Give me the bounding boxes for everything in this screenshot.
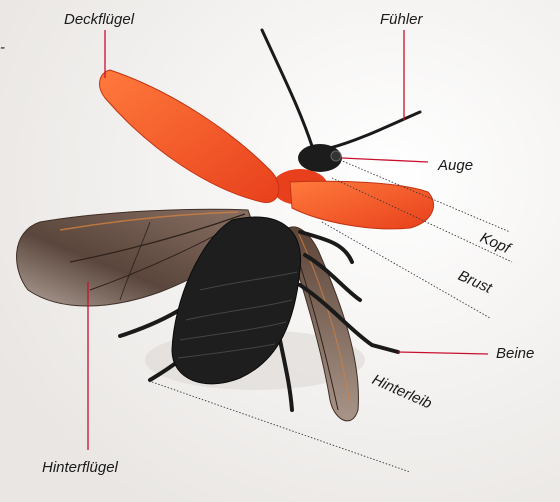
eye: [331, 151, 341, 161]
label-auge: Auge: [438, 158, 473, 173]
label-hinterfluegel: Hinterflügel: [42, 460, 118, 475]
stray-dash: -: [0, 40, 5, 55]
label-beine: Beine: [496, 346, 534, 361]
label-deckfluegel: Deckflügel: [64, 12, 134, 27]
label-fuehler: Fühler: [380, 12, 423, 27]
